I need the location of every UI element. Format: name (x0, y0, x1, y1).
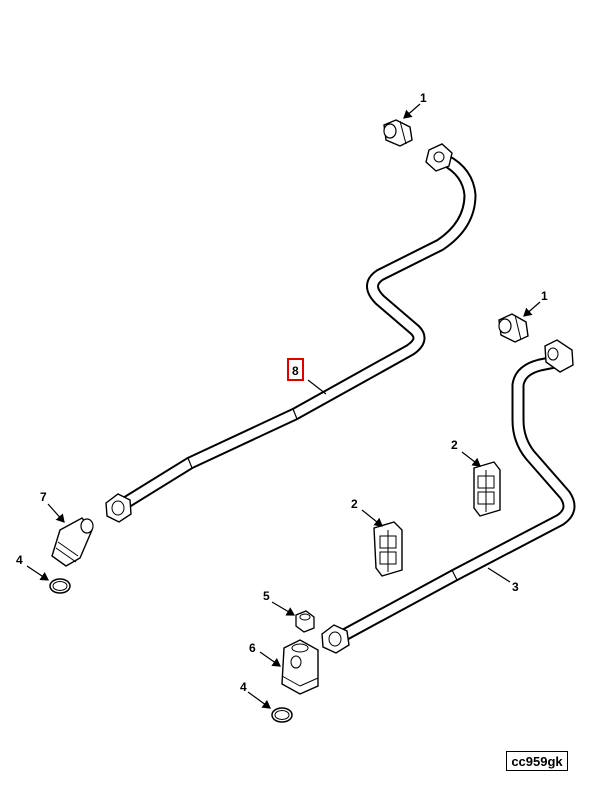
callout-4-left: 4 (16, 553, 23, 567)
reference-code: cc959gk (506, 751, 568, 771)
callout-1-lower: 1 (541, 289, 548, 303)
tube-8 (115, 153, 477, 512)
callout-2-upper: 2 (451, 438, 458, 452)
callout-6: 6 (249, 641, 256, 655)
callout-8-highlight-box (287, 358, 304, 381)
callout-2-lower: 2 (351, 497, 358, 511)
tube-8-bottom-nut (105, 493, 132, 523)
o-ring-4-left (49, 578, 71, 594)
cap-5 (295, 610, 315, 633)
connector-1-upper (383, 119, 413, 147)
callout-5: 5 (263, 589, 270, 603)
clip-2-lower (373, 521, 403, 577)
callout-8: 8 (292, 364, 299, 378)
tube-3-bottom-nut (321, 624, 350, 654)
leader-lines (26, 103, 541, 709)
tube-3-top-elbow (544, 339, 574, 373)
callout-7: 7 (40, 490, 47, 504)
elbow-fitting-7 (51, 517, 94, 567)
callout-1-upper: 1 (420, 91, 427, 105)
tube-3 (328, 353, 576, 647)
tube-8-top-nut (425, 143, 453, 172)
callout-3: 3 (512, 580, 519, 594)
o-ring-4-bottom (271, 707, 293, 723)
connector-1-lower (498, 313, 529, 343)
callout-4-bottom: 4 (240, 680, 247, 694)
tee-fitting-6 (281, 639, 319, 695)
clip-2-upper (473, 461, 501, 517)
